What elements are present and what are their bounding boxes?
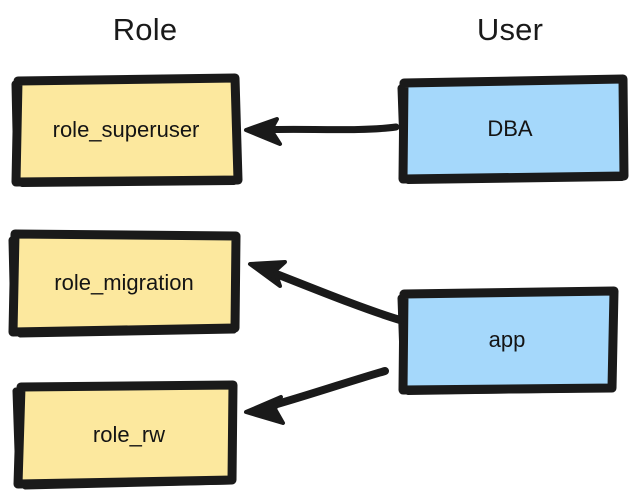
node-shape-role-migration	[8, 229, 241, 338]
edge-app-to-role-rw	[244, 367, 389, 425]
column-header-role: Role	[112, 12, 178, 47]
node-label-role-rw: role_rw	[92, 422, 166, 447]
node-label-role-migration: role_migration	[54, 270, 194, 295]
edge-dba-to-role-superuser	[244, 117, 400, 146]
node-role-rw[interactable]: role_rw	[5, 380, 238, 490]
node-shape-role-rw	[12, 380, 238, 490]
node-label-role-superuser: role_superuser	[52, 117, 200, 142]
node-shape-dba	[397, 74, 629, 184]
column-header-user: User	[476, 12, 544, 47]
node-dba[interactable]: DBA	[397, 74, 629, 184]
node-label-dba: DBA	[487, 116, 533, 141]
node-shape-role-superuser	[11, 73, 243, 187]
node-role-superuser[interactable]: role_superuser	[11, 73, 243, 187]
node-app[interactable]: app	[396, 284, 619, 396]
node-role-migration[interactable]: role_migration	[8, 228, 241, 338]
edge-app-to-role-migration	[248, 260, 404, 324]
node-label-app: app	[488, 327, 526, 352]
node-shape-app	[397, 286, 619, 395]
